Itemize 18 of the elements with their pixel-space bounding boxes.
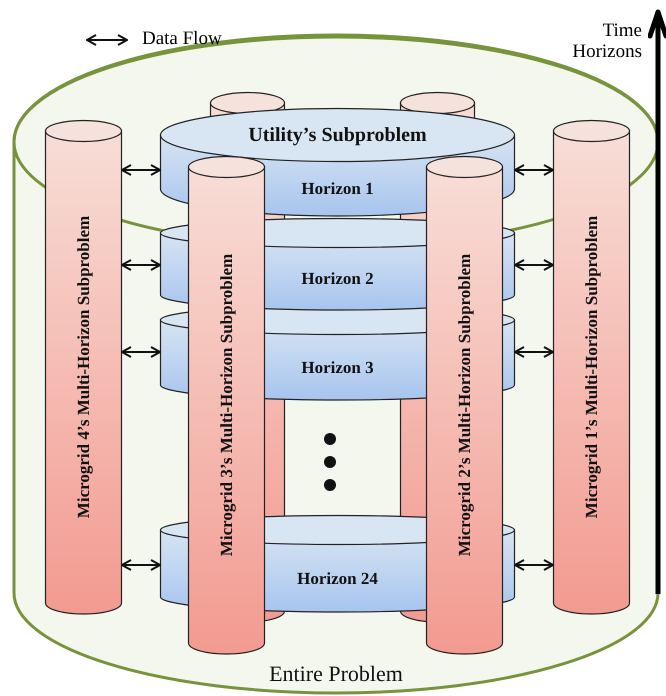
cylinder-label: Microgrid 3’s Multi-Horizon Subproblem [216,254,236,556]
double-arrow [121,164,161,176]
cylinder-label: Microgrid 4’s Multi-Horizon Subproblem [74,216,94,518]
double-arrow [514,346,554,358]
axis-label: Time Horizons [571,20,642,62]
cylinder-label: Microgrid 1’s Multi-Horizon Subproblem [582,216,602,518]
legend-label: Data Flow [142,28,222,50]
double-arrow [121,259,161,271]
double-arrow [514,164,554,176]
double-arrow [121,346,161,358]
cylinder-label: Microgrid 2’s Multi-Horizon Subproblem [454,254,474,556]
cylinder-label: Horizon 1 [300,178,375,200]
double-arrow [514,259,554,271]
cylinder-label: Utility’s Subproblem [247,124,428,146]
double-arrow [121,559,161,571]
cylinder-label: Entire Problem [268,661,404,687]
cylinder-label: Horizon 24 [296,568,379,590]
double-arrow [514,559,554,571]
